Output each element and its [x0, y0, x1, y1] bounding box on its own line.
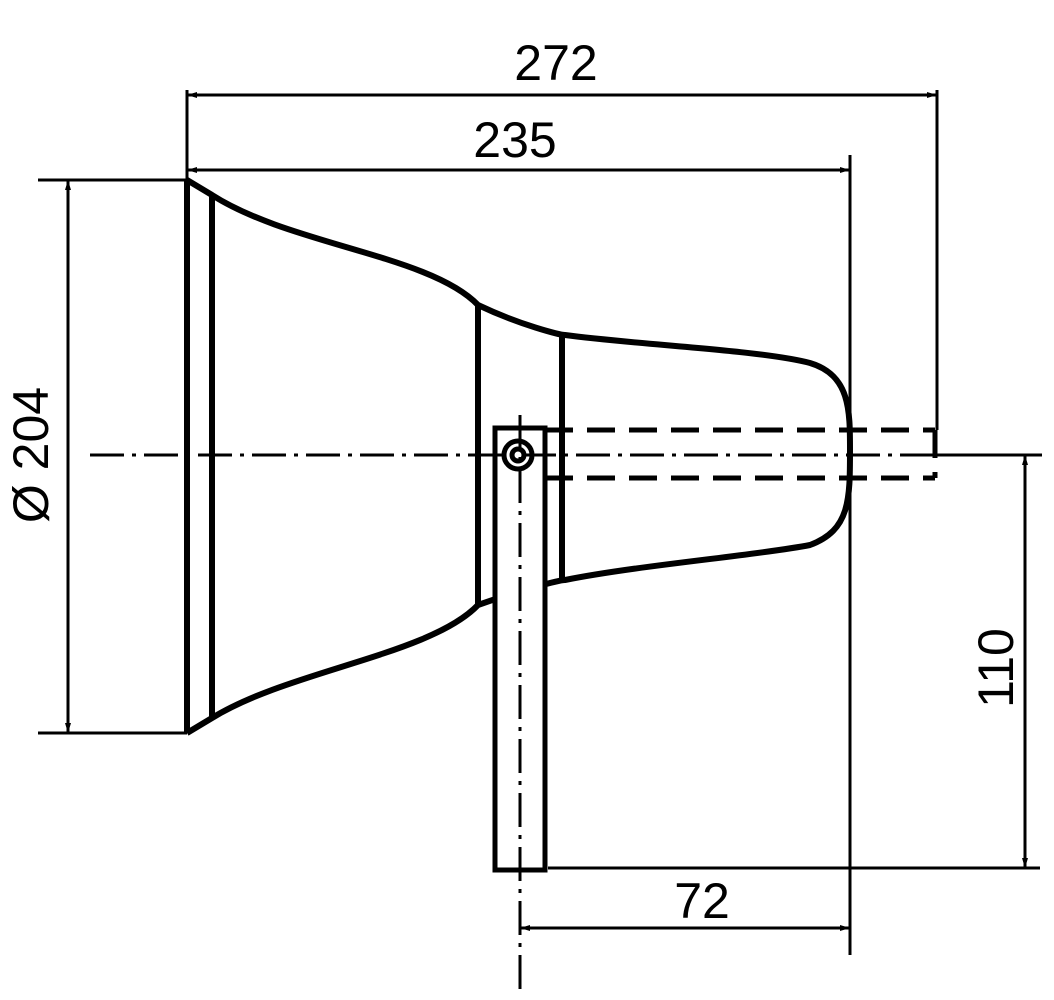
overall-length-label: 272 [514, 35, 597, 91]
dimension-lines [65, 92, 1028, 931]
center-lines [90, 415, 1050, 990]
mount-offset-label: 72 [674, 873, 730, 929]
mount-height-label: 110 [968, 628, 1024, 708]
body-length-label: 235 [473, 112, 556, 168]
mouth-diameter-label: Ø 204 [3, 387, 59, 523]
horn-upper-contour [185, 177, 853, 451]
extension-lines [38, 90, 1040, 955]
